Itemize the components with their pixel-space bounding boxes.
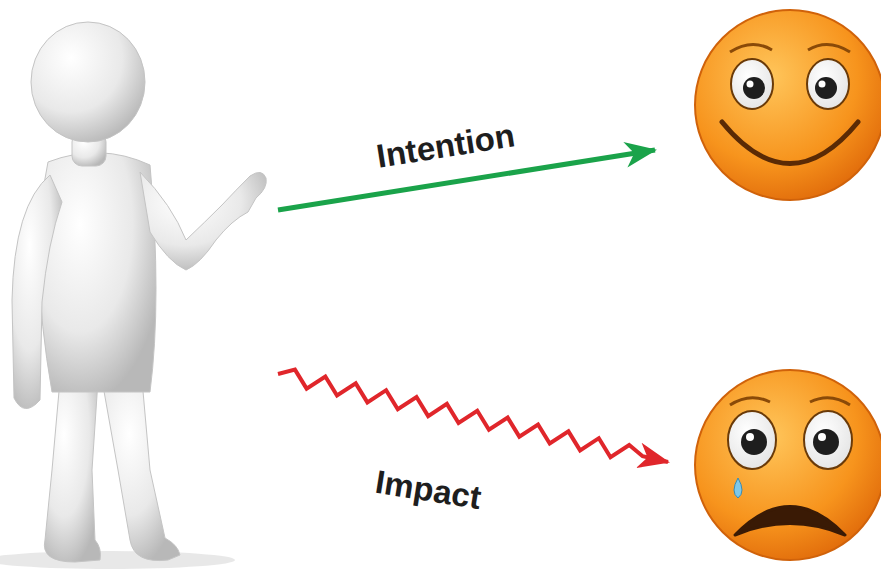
happy-face-box xyxy=(655,5,881,205)
sad-face-box xyxy=(668,365,881,565)
person-figure-box xyxy=(0,20,276,572)
impact-arrow xyxy=(278,370,668,462)
edge-label: Impact xyxy=(373,463,484,517)
happy-face xyxy=(695,10,881,200)
edge-label: Intention xyxy=(373,116,517,175)
person-figure xyxy=(0,22,266,569)
sad-face xyxy=(695,370,881,560)
